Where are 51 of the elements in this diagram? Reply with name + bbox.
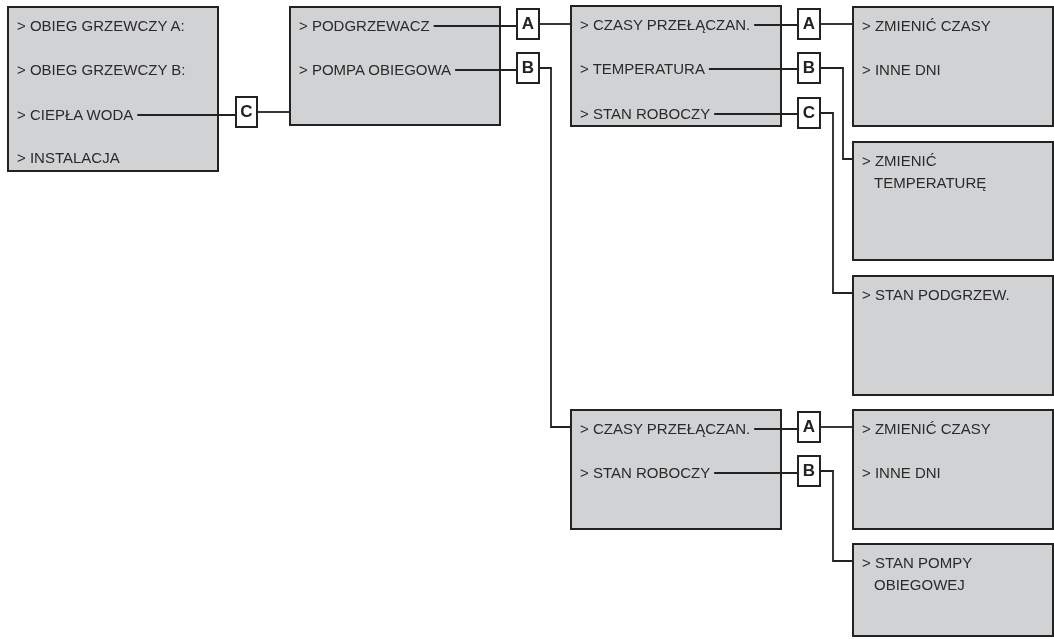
connector-line <box>136 114 236 116</box>
menu-panel <box>852 6 1054 127</box>
key-letter-box: B <box>516 52 540 84</box>
connector-line <box>820 23 853 25</box>
key-letter-box: C <box>235 96 258 128</box>
menu-item: > STAN ROBOCZY <box>580 103 711 125</box>
menu-panel <box>852 141 1054 261</box>
connector-line <box>820 112 853 294</box>
menu-item: > CIEPŁA WODA <box>17 104 134 126</box>
menu-item: > CZASY PRZEŁĄCZAN. <box>580 14 751 36</box>
menu-item: > ZMIENIĆ CZASY <box>862 15 991 37</box>
key-letter-box: A <box>516 8 540 40</box>
menu-item: > STAN PODGRZEW. <box>862 284 1010 306</box>
connector-line <box>820 67 853 160</box>
connector-line <box>713 472 798 474</box>
menu-item: > CZASY PRZEŁĄCZAN. <box>580 418 751 440</box>
connector-line <box>753 24 798 26</box>
connector-line <box>432 25 517 27</box>
menu-panel <box>852 275 1054 396</box>
menu-panel <box>570 5 782 127</box>
menu-item: > OBIEG GRZEWCZY B: <box>17 59 186 81</box>
menu-item: > STAN POMPY OBIEGOWEJ <box>862 552 1027 596</box>
menu-item: > OBIEG GRZEWCZY A: <box>17 15 185 37</box>
menu-panel <box>852 543 1054 637</box>
menu-item: > PODGRZEWACZ <box>299 15 430 37</box>
connector-line <box>820 470 853 562</box>
menu-item: > STAN ROBOCZY <box>580 462 711 484</box>
menu-item: > POMPA OBIEGOWA <box>299 59 452 81</box>
key-letter-box: B <box>797 52 821 84</box>
connector-line <box>454 69 517 71</box>
menu-panel <box>7 6 219 172</box>
key-letter-box: C <box>797 97 821 129</box>
menu-item: > ZMIENIĆ TEMPERATURĘ <box>862 150 1027 194</box>
menu-panel <box>852 409 1054 530</box>
connector-line <box>713 113 798 115</box>
key-letter-box: A <box>797 411 821 443</box>
menu-item: > INSTALACJA <box>17 147 120 169</box>
connector-line <box>539 23 571 25</box>
key-letter-box: A <box>797 8 821 40</box>
key-letter-box: B <box>797 455 821 487</box>
connector-line <box>257 111 290 113</box>
connector-line <box>820 426 853 428</box>
menu-item: > INNE DNI <box>862 462 941 484</box>
menu-panel <box>289 6 501 126</box>
menu-panel <box>570 409 782 530</box>
menu-item: > TEMPERATURA <box>580 58 705 80</box>
menu-item: > ZMIENIĆ CZASY <box>862 418 991 440</box>
menu-item: > INNE DNI <box>862 59 941 81</box>
connector-line <box>753 428 798 430</box>
connector-line <box>708 68 798 70</box>
connector-line <box>539 67 571 428</box>
